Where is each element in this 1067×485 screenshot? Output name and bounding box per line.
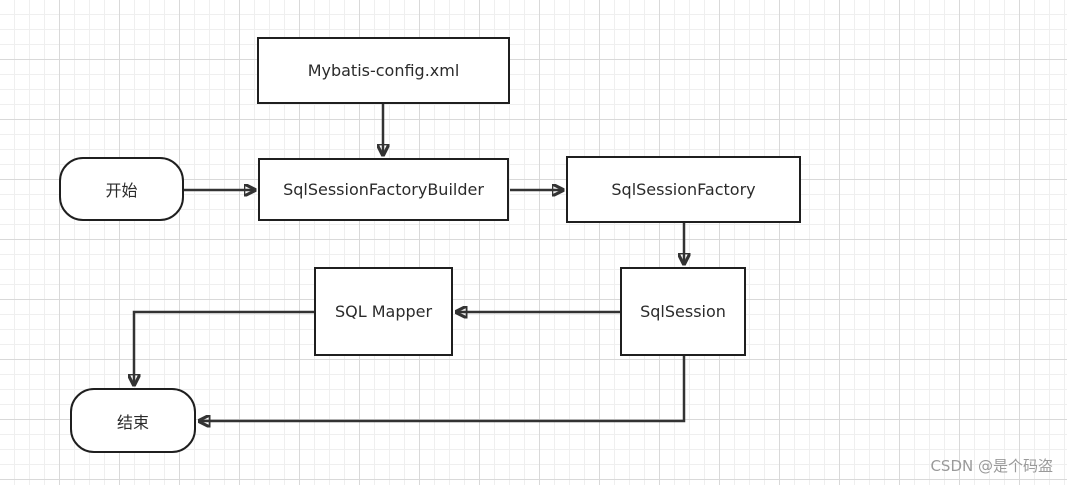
node-sqlsession[interactable]: SqlSession (620, 267, 746, 356)
node-label: 结束 (116, 412, 149, 432)
node-label: Mybatis-config.xml (307, 61, 460, 80)
edge-session-to-end (199, 356, 686, 421)
node-label: SqlSessionFactoryBuilder (283, 180, 484, 199)
node-sql-mapper[interactable]: SQL Mapper (314, 267, 453, 356)
node-label: SqlSession (640, 302, 726, 321)
node-mybatis-config[interactable]: Mybatis-config.xml (257, 37, 510, 104)
node-start[interactable]: 开始 (59, 157, 184, 221)
node-sqlsessionfactory[interactable]: SqlSessionFactory (566, 156, 801, 223)
edge-mapper-to-end (134, 310, 314, 385)
node-label: SQL Mapper (334, 302, 433, 321)
node-sqlsessionfactorybuilder[interactable]: SqlSessionFactoryBuilder (258, 158, 509, 221)
node-end[interactable]: 结束 (70, 388, 196, 453)
node-label: 开始 (105, 181, 138, 200)
watermark: CSDN @是个码盗 (930, 457, 1053, 475)
node-label: SqlSessionFactory (611, 180, 756, 199)
